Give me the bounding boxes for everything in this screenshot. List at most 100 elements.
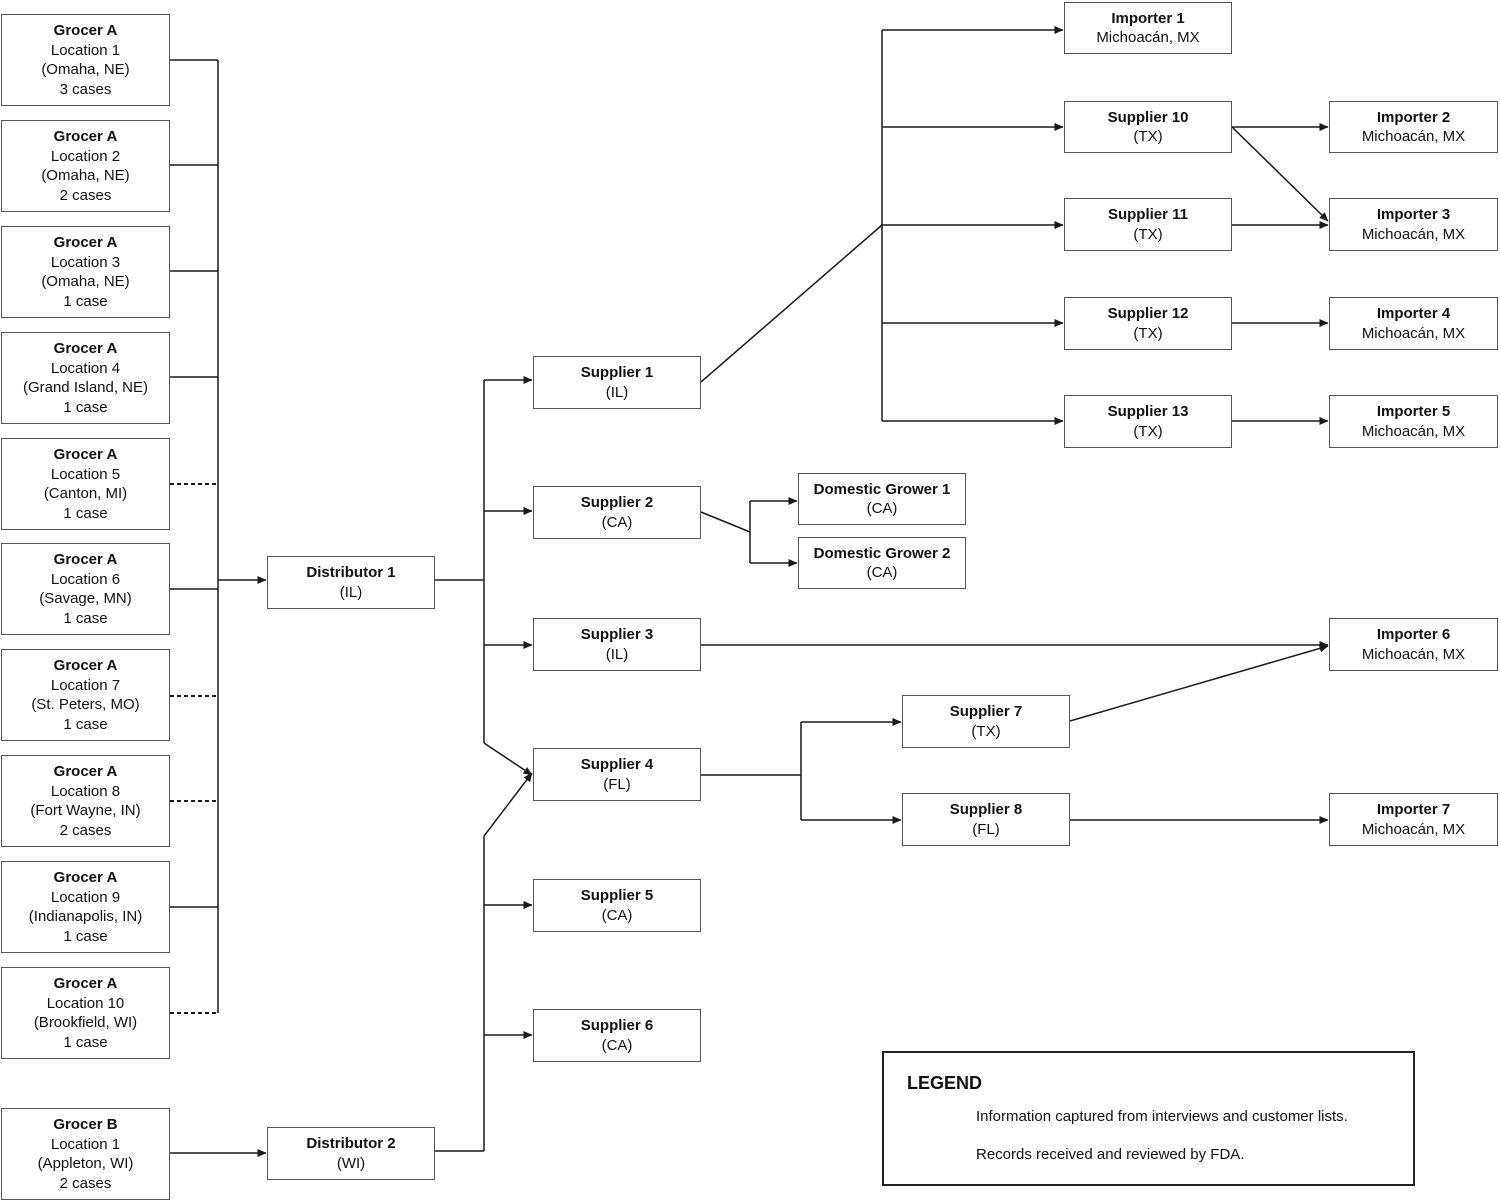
node-line: (Indianapolis, IN) bbox=[28, 908, 143, 925]
node-line: Location 10 bbox=[46, 994, 125, 1012]
supplier-1-node: Supplier 1 (IL) bbox=[533, 356, 701, 409]
node-title: Grocer A bbox=[53, 551, 118, 568]
node-line: Location 2 bbox=[50, 147, 121, 165]
node-line: (TX) bbox=[1133, 422, 1163, 440]
node-title: Importer 7 bbox=[1376, 801, 1451, 818]
node-line: Location 5 bbox=[50, 465, 121, 483]
node-line: Location 9 bbox=[50, 888, 121, 906]
node-title: Importer 5 bbox=[1376, 403, 1451, 420]
supplier-7-to-importer-6-diagonal bbox=[1069, 644, 1329, 722]
node-line: (IL) bbox=[339, 583, 363, 601]
grocer-a-location-6-node: Grocer A Location 6 (Savage, MN) 1 case bbox=[1, 543, 170, 635]
supplier-2-diagonal bbox=[700, 511, 751, 533]
grocer-a-location-1-node: Grocer A Location 1 (Omaha, NE) 3 cases bbox=[1, 14, 170, 106]
node-title: Supplier 5 bbox=[580, 887, 654, 904]
node-line: (Omaha, NE) bbox=[41, 273, 130, 290]
node-line: 1 case bbox=[63, 609, 108, 627]
supplier-3-node: Supplier 3 (IL) bbox=[533, 618, 701, 671]
domestic-grower-2-node: Domestic Grower 2 (CA) bbox=[798, 537, 966, 589]
node-title: Importer 1 bbox=[1111, 9, 1185, 27]
node-line: 2 cases bbox=[59, 186, 112, 204]
node-line: 1 case bbox=[63, 398, 108, 416]
distributor-1-node: Distributor 1 (IL) bbox=[267, 556, 435, 609]
node-line: (Omaha, NE) bbox=[41, 167, 130, 184]
importer-5-node: Importer 5 Michoacán, MX bbox=[1329, 395, 1498, 448]
importer-6-node: Importer 6 Michoacán, MX bbox=[1329, 618, 1498, 671]
node-line: 1 case bbox=[63, 292, 108, 310]
grocer-a-location-2-node: Grocer A Location 2 (Omaha, NE) 2 cases bbox=[1, 120, 170, 212]
node-title: Grocer B bbox=[53, 1116, 118, 1133]
node-title: Supplier 7 bbox=[949, 703, 1023, 720]
grocer-a-location-7-node: Grocer A Location 7 (St. Peters, MO) 1 c… bbox=[1, 649, 170, 741]
node-title: Importer 6 bbox=[1376, 626, 1451, 643]
node-line: (Canton, MI) bbox=[43, 485, 128, 502]
supplier-2-node: Supplier 2 (CA) bbox=[533, 486, 701, 539]
node-line: 3 cases bbox=[59, 80, 112, 98]
legend-dashed-label: Information captured from interviews and… bbox=[976, 1108, 1348, 1125]
node-title: Domestic Grower 2 bbox=[813, 544, 951, 562]
grocer-a-location-4-node: Grocer A Location 4 (Grand Island, NE) 1… bbox=[1, 332, 170, 424]
node-title: Grocer A bbox=[53, 869, 118, 886]
supplier-6-node: Supplier 6 (CA) bbox=[533, 1009, 701, 1062]
node-line: Location 8 bbox=[50, 782, 121, 800]
node-line: Michoacán, MX bbox=[1096, 29, 1200, 46]
node-line: Michoacán, MX bbox=[1361, 820, 1466, 838]
node-title: Supplier 11 bbox=[1107, 206, 1189, 223]
importer-1-node: Importer 1 Michoacán, MX bbox=[1064, 2, 1232, 54]
node-line: Location 4 bbox=[50, 359, 121, 377]
node-title: Grocer A bbox=[53, 22, 118, 39]
importer-7-node: Importer 7 Michoacán, MX bbox=[1329, 793, 1498, 846]
node-line: Location 1 bbox=[50, 1135, 121, 1153]
supplier-13-node: Supplier 13 (TX) bbox=[1064, 395, 1232, 448]
distributor-2-to-supplier-4-diagonal bbox=[483, 772, 533, 837]
node-line: (CA) bbox=[601, 1036, 633, 1054]
supplier-5-node: Supplier 5 (CA) bbox=[533, 879, 701, 932]
grocer-a-location-5-node: Grocer A Location 5 (Canton, MI) 1 case bbox=[1, 438, 170, 530]
node-line: (Grand Island, NE) bbox=[22, 379, 149, 396]
node-line: (Omaha, NE) bbox=[41, 61, 130, 78]
grocer-a-location-9-node: Grocer A Location 9 (Indianapolis, IN) 1… bbox=[1, 861, 170, 953]
legend-title: LEGEND bbox=[907, 1073, 983, 1093]
grocer-a-location-10-node: Grocer A Location 10 (Brookfield, WI) 1 … bbox=[1, 967, 170, 1059]
node-title: Supplier 13 bbox=[1107, 403, 1189, 420]
node-line: 1 case bbox=[63, 927, 108, 945]
node-line: (IL) bbox=[605, 383, 629, 401]
node-line: (IL) bbox=[605, 645, 629, 663]
node-line: Michoacán, MX bbox=[1361, 422, 1466, 440]
node-line: (TX) bbox=[1133, 225, 1163, 243]
node-line: (CA) bbox=[601, 513, 633, 531]
node-line: (CA) bbox=[866, 564, 898, 581]
node-title: Importer 4 bbox=[1376, 305, 1451, 322]
node-line: Michoacán, MX bbox=[1361, 645, 1466, 663]
node-title: Importer 3 bbox=[1376, 206, 1451, 223]
node-line: (Appleton, WI) bbox=[37, 1155, 134, 1172]
supplier-4-node: Supplier 4 (FL) bbox=[533, 748, 701, 801]
trunk-to-supplier-4-diagonal bbox=[483, 742, 533, 776]
distributor-2-node: Distributor 2 (WI) bbox=[267, 1127, 435, 1180]
node-title: Supplier 6 bbox=[580, 1017, 654, 1034]
node-line: 1 case bbox=[63, 504, 108, 522]
supplier-11-node: Supplier 11 (TX) bbox=[1064, 198, 1232, 251]
legend-box: LEGEND Information captured from intervi… bbox=[882, 1051, 1415, 1186]
grocer-a-location-3-node: Grocer A Location 3 (Omaha, NE) 1 case bbox=[1, 226, 170, 318]
grocer-b-location-1-node: Grocer B Location 1 (Appleton, WI) 2 cas… bbox=[1, 1108, 170, 1200]
importer-4-node: Importer 4 Michoacán, MX bbox=[1329, 297, 1498, 350]
node-title: Distributor 2 bbox=[306, 1135, 396, 1152]
node-title: Grocer A bbox=[53, 657, 118, 674]
importer-3-node: Importer 3 Michoacán, MX bbox=[1329, 198, 1498, 251]
node-title: Importer 2 bbox=[1376, 108, 1451, 126]
node-line: Location 3 bbox=[50, 253, 121, 271]
node-title: Grocer A bbox=[53, 975, 118, 992]
node-line: 1 case bbox=[63, 715, 108, 733]
node-title: Grocer A bbox=[53, 234, 118, 251]
node-title: Domestic Grower 1 bbox=[813, 480, 951, 498]
node-line: 1 case bbox=[63, 1033, 108, 1051]
node-line: Location 6 bbox=[50, 570, 121, 588]
node-line: (Fort Wayne, IN) bbox=[30, 802, 141, 819]
node-line: Michoacán, MX bbox=[1361, 225, 1466, 243]
node-title: Grocer A bbox=[53, 128, 118, 145]
domestic-grower-1-node: Domestic Grower 1 (CA) bbox=[798, 473, 966, 525]
node-line: (Brookfield, WI) bbox=[33, 1014, 138, 1031]
node-line: Michoacán, MX bbox=[1361, 128, 1466, 145]
